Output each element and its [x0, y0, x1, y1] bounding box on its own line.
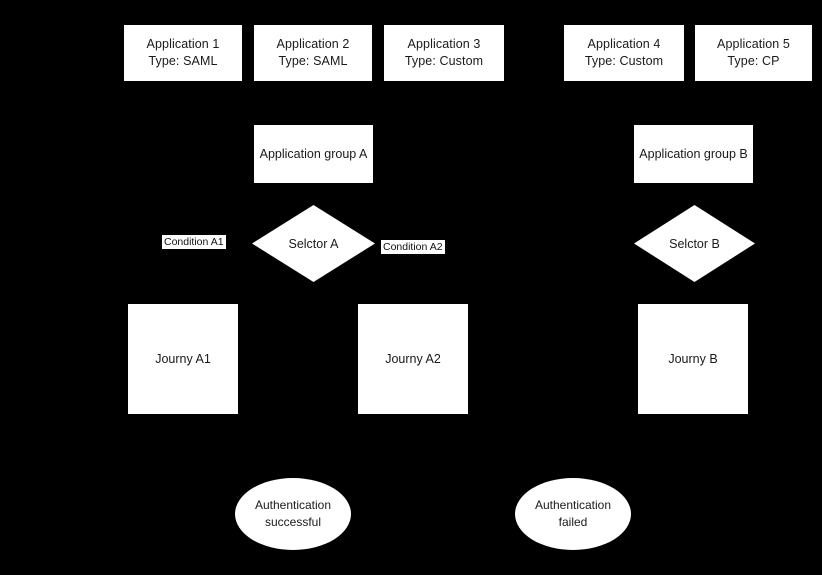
journey-a1-label: Journy A1 — [155, 351, 211, 366]
application-box-4[interactable]: Application 4 Type: Custom — [564, 25, 684, 81]
outcome-authentication-failed[interactable]: Authentication failed — [515, 478, 631, 550]
application-box-2-label: Application 2 Type: SAML — [276, 37, 350, 68]
application-box-1[interactable]: Application 1 Type: SAML — [124, 25, 242, 81]
application-box-3[interactable]: Application 3 Type: Custom — [384, 25, 504, 81]
journey-b-box[interactable]: Journy B — [638, 304, 748, 414]
application-box-5-label: Application 5 Type: CP — [717, 37, 790, 68]
selector-a-diamond[interactable]: Selctor A — [252, 205, 375, 282]
application-group-a-box[interactable]: Application group A — [254, 125, 373, 183]
outcome-authentication-successful[interactable]: Authentication successful — [235, 478, 351, 550]
selector-b-diamond-shape — [634, 205, 755, 282]
condition-a2-text: Condition A2 — [383, 241, 443, 253]
journey-a2-label: Journy A2 — [385, 351, 441, 366]
journey-b-label: Journy B — [668, 351, 718, 366]
condition-a2-label: Condition A2 — [381, 240, 445, 255]
selector-a-diamond-shape — [252, 205, 375, 282]
application-box-1-label: Application 1 Type: SAML — [146, 37, 220, 68]
condition-a1-text: Condition A1 — [164, 236, 224, 248]
application-group-b-label: Application group B — [639, 146, 748, 161]
application-box-3-label: Application 3 Type: Custom — [404, 37, 484, 68]
application-group-a-label: Application group A — [259, 146, 368, 161]
application-box-5[interactable]: Application 5 Type: CP — [695, 25, 812, 81]
application-box-2[interactable]: Application 2 Type: SAML — [254, 25, 372, 81]
condition-a1-label: Condition A1 — [162, 235, 226, 250]
outcome-authentication-successful-label: Authentication successful — [254, 497, 332, 529]
selector-b-diamond[interactable]: Selctor B — [634, 205, 755, 282]
outcome-authentication-failed-label: Authentication failed — [534, 497, 612, 529]
journey-a1-box[interactable]: Journy A1 — [128, 304, 238, 414]
application-group-b-box[interactable]: Application group B — [634, 125, 753, 183]
journey-a2-box[interactable]: Journy A2 — [358, 304, 468, 414]
application-box-4-label: Application 4 Type: Custom — [584, 37, 664, 68]
